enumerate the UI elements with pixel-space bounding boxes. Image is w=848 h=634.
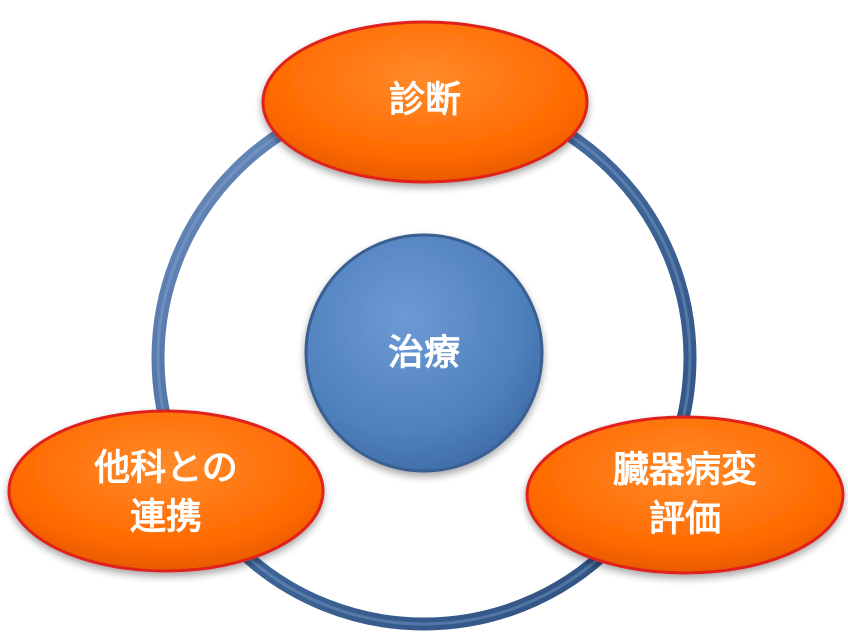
node-top-label: 診断 xyxy=(389,80,461,121)
node-top: 診断 xyxy=(261,20,589,184)
node-bottom-right: 臓器病変 評価 xyxy=(525,415,845,575)
node-top-ellipse xyxy=(261,20,589,184)
node-bottom-left: 他科との 連携 xyxy=(7,409,325,573)
node-bottom-left-label-line2: 連携 xyxy=(130,497,202,538)
node-bottom-right-label-line1: 臓器病変 xyxy=(613,449,757,491)
center-label: 治療 xyxy=(388,333,460,374)
center-node: 治療 xyxy=(304,233,544,473)
node-bottom-right-label-line2: 評価 xyxy=(649,499,721,540)
node-bottom-right-ellipse xyxy=(525,415,845,575)
node-bottom-left-ellipse xyxy=(7,409,325,573)
center-circle xyxy=(304,233,544,473)
node-bottom-left-label-line1: 他科との xyxy=(93,448,238,489)
